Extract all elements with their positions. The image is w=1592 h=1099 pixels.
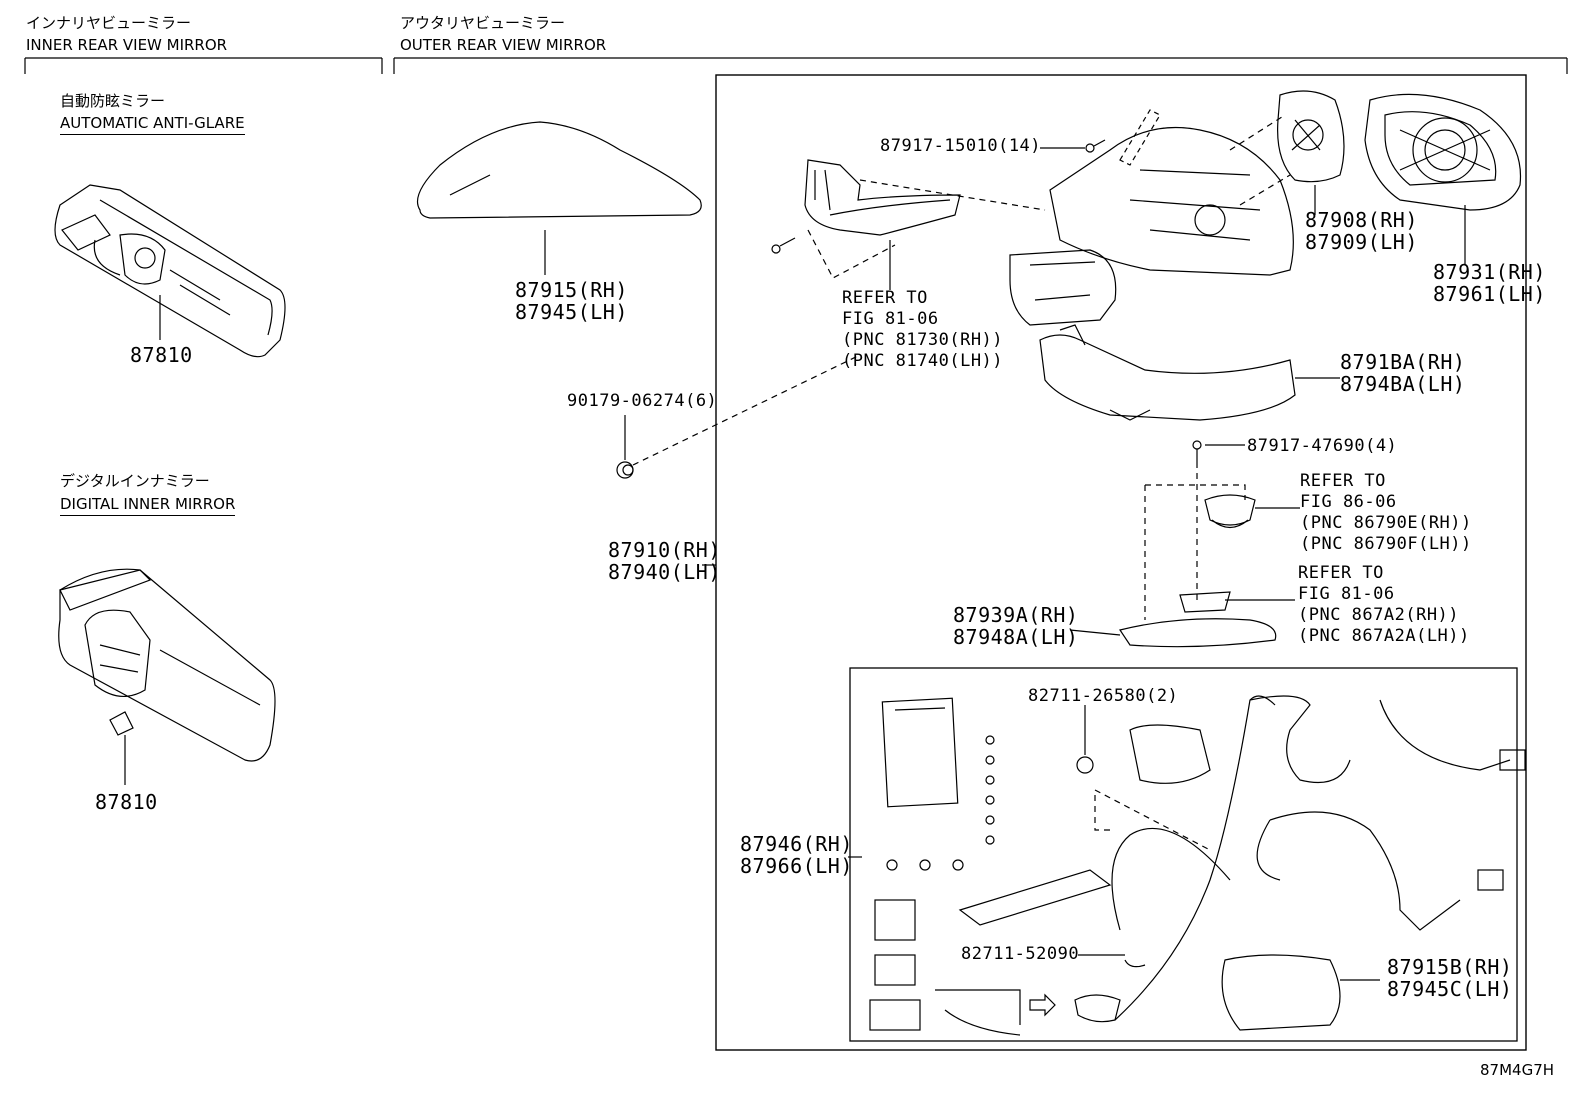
dashed-lamp-bracket: [1144, 484, 1246, 620]
label-87917-15010: 87917-15010(14): [880, 136, 1042, 156]
label-87810-digital: 87810: [95, 790, 158, 814]
label-82711-26580: 82711-26580(2): [1028, 686, 1179, 706]
mirror-glass-drawing: [416, 121, 702, 219]
header-inner-en: INNER REAR VIEW MIRROR: [26, 36, 228, 54]
dashed-line-clip: [632, 354, 861, 466]
ref1-line2: FIG 81-06: [842, 309, 939, 329]
ref2-line2: FIG 86-06: [1300, 492, 1397, 512]
header-brackets: [24, 57, 1568, 74]
mirror-backplate-drawing: [1364, 93, 1522, 211]
label-87966-lh: 87966(LH): [740, 854, 853, 878]
ref2-line4: (PNC 86790F(LH)): [1300, 534, 1472, 554]
ref3-line2: FIG 81-06: [1298, 584, 1395, 604]
label-87915b-rh: 87915B(RH): [1387, 955, 1513, 979]
lower-cover-drawing: [1039, 324, 1296, 421]
subsection-auto-en: AUTOMATIC ANTI-GLARE: [60, 116, 245, 135]
subsection-digital-jp: デジタルインナミラー: [60, 472, 210, 490]
ref3-line1: REFER TO: [1298, 563, 1384, 583]
label-87948a-lh: 87948A(LH): [953, 625, 1079, 649]
figure-code: 87M4G7H: [1480, 1061, 1555, 1079]
label-87908-rh: 87908(RH): [1305, 208, 1418, 232]
label-87940-lh: 87940(LH): [608, 560, 721, 584]
label-87946-rh: 87946(RH): [740, 832, 853, 856]
puddle-lamp-drawing: [1204, 494, 1256, 529]
dashed-lamp-to-housing: [859, 179, 1046, 211]
camera-kit-drawing: [869, 695, 1526, 1036]
mirror-actuator-drawing: [1277, 90, 1345, 183]
inner-mirror-auto-drawing: [54, 184, 286, 358]
label-82711-52090: 82711-52090: [961, 944, 1080, 964]
label-87810-auto: 87810: [130, 343, 193, 367]
header-outer-jp: アウタリヤビューミラー: [400, 14, 566, 32]
label-8794ba-lh: 8794BA(LH): [1340, 372, 1466, 396]
mirror-base-drawing: [1119, 591, 1277, 648]
label-87917-47690: 87917-47690(4): [1247, 436, 1398, 456]
inner-mirror-digital-drawing: [58, 568, 276, 762]
ref1-line4: (PNC 81740(LH)): [842, 351, 1004, 371]
leader-87939a: [1069, 629, 1121, 636]
mirror-housing-drawing: [1009, 109, 1294, 326]
label-87961-lh: 87961(LH): [1433, 282, 1546, 306]
ref1-line3: (PNC 81730(RH)): [842, 330, 1004, 350]
screw-87917a-drawing: [1085, 139, 1106, 153]
label-87909-lh: 87909(LH): [1305, 230, 1418, 254]
clip-90179-drawing: [616, 415, 634, 479]
label-87915-rh: 87915(RH): [515, 278, 628, 302]
label-87945c-lh: 87945C(LH): [1387, 977, 1513, 1001]
outer-mirror-frame: [715, 74, 1527, 1051]
dashed-camera-1: [1094, 789, 1211, 851]
subsection-auto-jp: 自動防眩ミラー: [60, 92, 166, 110]
ref2-line3: (PNC 86790E(RH)): [1300, 513, 1472, 533]
label-87910-rh: 87910(RH): [608, 538, 721, 562]
label-87931-rh: 87931(RH): [1433, 260, 1546, 284]
ref3-line4: (PNC 867A2A(LH)): [1298, 626, 1470, 646]
label-90179: 90179-06274(6): [567, 391, 718, 411]
dashed-lamp-box: [807, 229, 896, 279]
header-outer-en: OUTER REAR VIEW MIRROR: [400, 36, 607, 54]
label-8791ba-rh: 8791BA(RH): [1340, 350, 1466, 374]
header-inner-jp: インナリヤビューミラー: [26, 14, 192, 32]
turn-signal-lamp-drawing: [771, 159, 961, 254]
ref2-line1: REFER TO: [1300, 471, 1386, 491]
camera-kit-frame: [849, 667, 1518, 1042]
screw-87917b-drawing: [1192, 440, 1202, 462]
ref1-line1: REFER TO: [842, 288, 928, 308]
screws-group: [886, 735, 995, 871]
label-87945-lh: 87945(LH): [515, 300, 628, 324]
label-87939a-rh: 87939A(RH): [953, 603, 1079, 627]
ref3-line3: (PNC 867A2(RH)): [1298, 605, 1460, 625]
dashed-actuator: [1229, 114, 1291, 206]
subsection-digital-en: DIGITAL INNER MIRROR: [60, 497, 236, 516]
